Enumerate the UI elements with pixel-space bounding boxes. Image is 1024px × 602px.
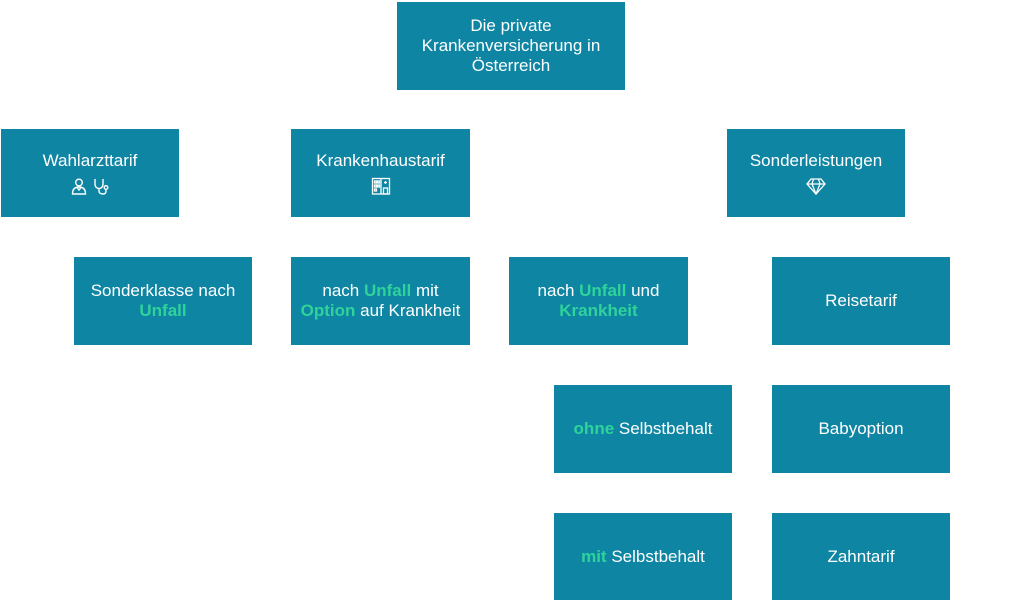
node-zahntarif: Zahntarif bbox=[772, 513, 950, 600]
node-reisetarif: Reisetarif bbox=[772, 257, 950, 345]
unfall-option-text-1: nach bbox=[322, 281, 364, 300]
node-unfall-und-krankheit: nach Unfall und Krankheit bbox=[509, 257, 688, 345]
root-line-1: Die private bbox=[470, 16, 552, 35]
root-node-private-krankenversicherung: Die private Krankenversicherung in Öster… bbox=[397, 2, 625, 90]
stethoscope-icon bbox=[94, 179, 109, 195]
unfall-option-highlight-2: Option bbox=[300, 301, 356, 320]
unfall-option-line-1: nach Unfall mit bbox=[322, 281, 438, 301]
root-line-2: Krankenversicherung in bbox=[421, 36, 601, 55]
unfall-option-highlight-1: Unfall bbox=[363, 281, 412, 300]
sonderklasse-highlight: Unfall bbox=[139, 301, 187, 320]
unfall-option-text-3: auf Krankheit bbox=[355, 301, 461, 320]
root-line-3: Österreich bbox=[471, 56, 551, 75]
wahlarzttarif-label: Wahlarzttarif bbox=[42, 151, 138, 170]
sonderleistungen-label: Sonderleistungen bbox=[749, 151, 883, 170]
node-babyoption: Babyoption bbox=[772, 385, 950, 473]
diamond-icon bbox=[806, 178, 826, 195]
mit-highlight: mit bbox=[581, 546, 607, 566]
node-wahlarzttarif: Wahlarzttarif bbox=[1, 129, 179, 217]
mit-selbstbehalt-line: mit Selbstbehalt bbox=[581, 547, 705, 567]
unfall-krankheit-line-2: Krankheit bbox=[559, 301, 637, 321]
node-mit-selbstbehalt: mit Selbstbehalt bbox=[554, 513, 732, 600]
sonderklasse-line-1: Sonderklasse nach bbox=[90, 281, 236, 300]
unfall-krankheit-highlight-2: Krankheit bbox=[559, 301, 638, 320]
unfall-krankheit-highlight-1: Unfall bbox=[579, 281, 627, 300]
node-unfall-mit-option: nach Unfall mit Option auf Krankheit bbox=[291, 257, 470, 345]
zahntarif-label: Zahntarif bbox=[827, 546, 895, 566]
krankenhaustarif-icons bbox=[371, 177, 391, 195]
sonderleistungen-icons bbox=[806, 177, 826, 195]
node-sonderleistungen: Sonderleistungen bbox=[727, 129, 905, 217]
babyoption-label: Babyoption bbox=[818, 419, 904, 438]
hospital-icon bbox=[371, 177, 390, 195]
ohne-highlight: ohne bbox=[573, 419, 615, 438]
unfall-krankheit-text-1: nach bbox=[537, 281, 580, 300]
ohne-selbstbehalt-line: ohne Selbstbehalt bbox=[574, 419, 713, 439]
wahlarzttarif-icons bbox=[70, 177, 110, 195]
node-sonderklasse-nach-unfall: Sonderklasse nach Unfall bbox=[74, 257, 252, 345]
ohne-selbstbehalt-text: Selbstbehalt bbox=[614, 419, 713, 438]
doctor-icon bbox=[71, 178, 87, 195]
unfall-option-text-2: mit bbox=[411, 281, 439, 300]
mit-selbstbehalt-text: Selbstbehalt bbox=[606, 546, 705, 566]
krankenhaustarif-label: Krankenhaustarif bbox=[316, 151, 445, 170]
unfall-krankheit-line-1: nach Unfall und bbox=[538, 281, 660, 301]
node-krankenhaustarif: Krankenhaustarif bbox=[291, 129, 470, 217]
node-ohne-selbstbehalt: ohne Selbstbehalt bbox=[554, 385, 732, 473]
unfall-option-line-2: Option auf Krankheit bbox=[301, 301, 461, 321]
reisetarif-label: Reisetarif bbox=[825, 291, 897, 310]
unfall-krankheit-text-2: und bbox=[626, 281, 660, 300]
